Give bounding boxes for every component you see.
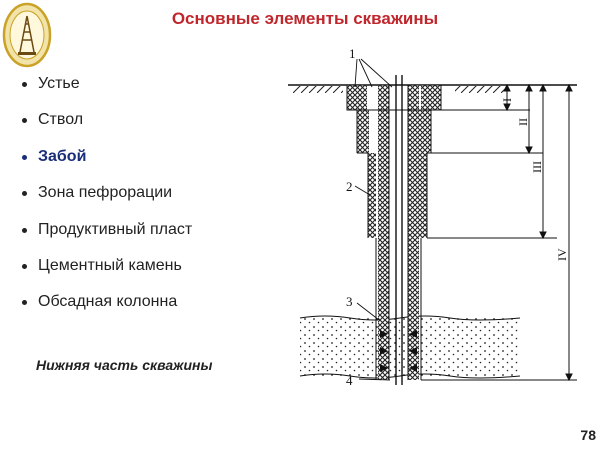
bullet-dot-icon <box>22 191 27 197</box>
bullet-item: Продуктивный пласт <box>22 220 192 256</box>
bullet-item: Ствол <box>22 110 192 146</box>
bullet-label: Устье <box>38 75 80 92</box>
callout-leaders <box>354 58 393 381</box>
bullet-label: Забой <box>38 147 87 165</box>
perforation-zone <box>380 330 417 372</box>
bullet-item: Зона пефрорации <box>22 183 192 219</box>
section-label-i: I <box>500 98 514 102</box>
bullet-dot-icon <box>22 82 27 87</box>
callout-1: 1 <box>349 46 356 61</box>
bullet-label: Зона пефрорации <box>38 184 173 202</box>
cement-stone <box>347 85 441 380</box>
diagram-caption: Нижняя часть скважины <box>36 357 213 373</box>
bullet-label: Продуктивный пласт <box>38 220 193 238</box>
university-logo <box>2 2 52 68</box>
page-number: 78 <box>580 427 596 443</box>
bullet-dot-icon <box>22 227 27 233</box>
section-dimension-arrows <box>503 83 573 382</box>
bullet-label: Ствол <box>38 111 84 129</box>
bullet-item: Цементный камень <box>22 256 192 292</box>
section-boundaries <box>421 109 577 381</box>
bullet-dot-icon <box>22 154 27 160</box>
bullet-list: Устье Ствол Забой Зона пефрорации Продук… <box>22 74 192 329</box>
casing-string <box>346 75 442 385</box>
bullet-item: Обсадная колонна <box>22 292 192 328</box>
bullet-dot-icon <box>22 263 27 269</box>
bullet-dot-icon <box>22 118 27 124</box>
section-label-iii: III <box>530 161 544 173</box>
bullet-dot-icon <box>22 300 27 306</box>
section-label-ii: II <box>516 118 530 126</box>
callout-3: 3 <box>346 294 353 309</box>
callout-4: 4 <box>346 373 353 388</box>
section-label-iv: IV <box>555 248 569 261</box>
well-diagram: I II III IV 1 2 3 4 <box>285 45 585 395</box>
callout-2: 2 <box>346 179 353 194</box>
slide-title: Основные элементы скважины <box>171 9 439 28</box>
bullet-item: Забой <box>22 147 192 183</box>
bullet-item: Устье <box>22 74 192 110</box>
bullet-label: Цементный камень <box>38 256 182 274</box>
bullet-label: Обсадная колонна <box>38 293 178 311</box>
